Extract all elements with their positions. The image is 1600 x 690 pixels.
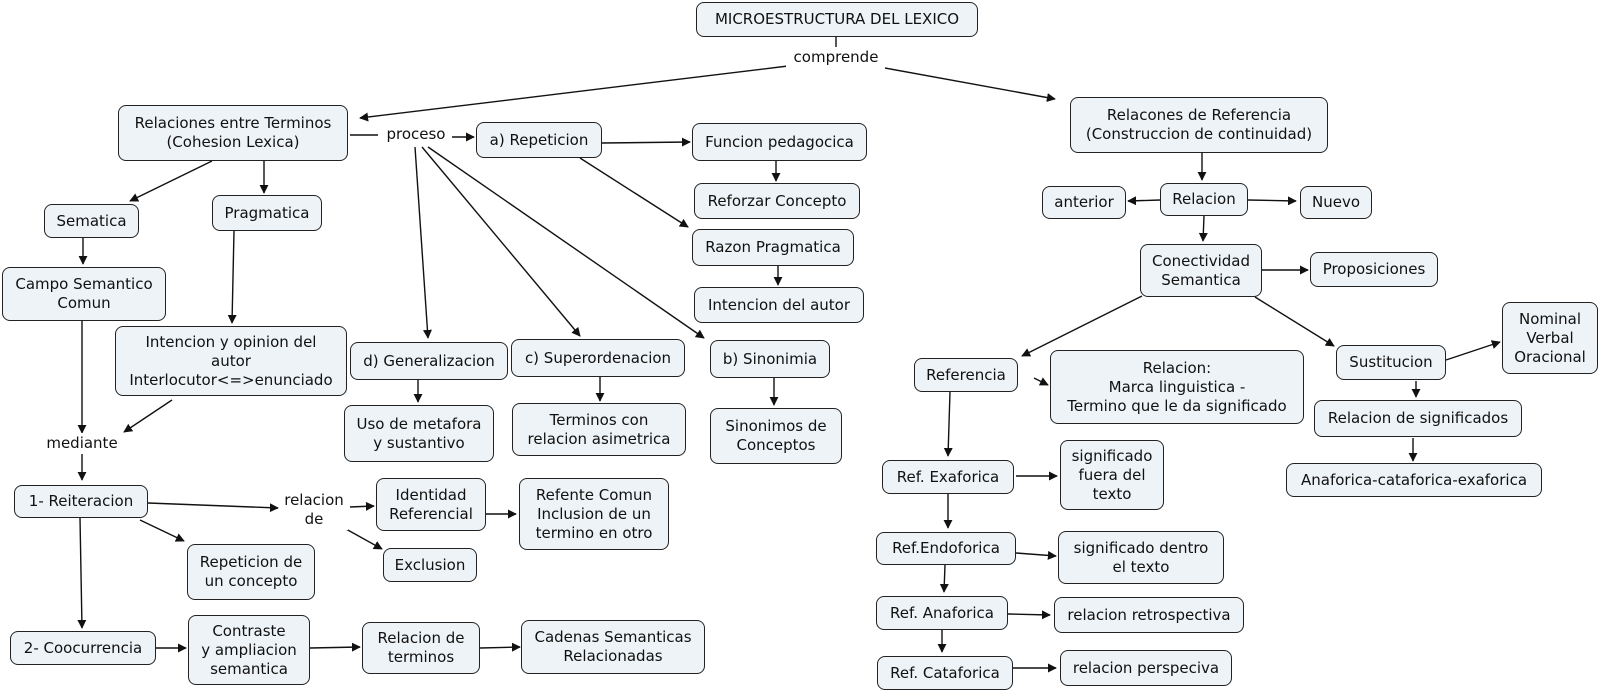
node-nuevo: Nuevo xyxy=(1300,186,1372,219)
linking-label-comprende: comprende xyxy=(786,47,886,67)
node-identidad-referencial: Identidad Referencial xyxy=(376,478,486,531)
node-proposiciones: Proposiciones xyxy=(1310,252,1438,287)
linking-label-proceso: proceso xyxy=(380,124,452,144)
node-relacion-significados: Relacion de significados xyxy=(1314,400,1522,437)
node-significado-dentro: significado dentro el texto xyxy=(1058,531,1224,584)
node-refente-comun: Refente Comun Inclusion de un termino en… xyxy=(519,478,669,550)
node-repeticion-concepto: Repeticion de un concepto xyxy=(187,544,315,600)
node-relacion-retrospectiva: relacion retrospectiva xyxy=(1054,597,1244,633)
node-nominal-verbal: Nominal Verbal Oracional xyxy=(1502,302,1598,374)
node-cadenas-semanticas: Cadenas Semanticas Relacionadas xyxy=(521,620,705,674)
node-root: MICROESTRUCTURA DEL LEXICO xyxy=(696,2,978,37)
node-ref-anaforica: Ref. Anaforica xyxy=(876,596,1008,630)
node-sinonimos: Sinonimos de Conceptos xyxy=(710,408,842,464)
node-campo-semantico: Campo Semantico Comun xyxy=(2,267,166,321)
node-sematica: Sematica xyxy=(44,204,139,238)
node-pragmatica: Pragmatica xyxy=(212,195,322,231)
node-sinonimia: b) Sinonimia xyxy=(710,340,830,378)
node-ref-cataforica: Ref. Cataforica xyxy=(877,656,1013,690)
node-sustitucion: Sustitucion xyxy=(1336,345,1446,380)
node-terminos-asimetrica: Terminos con relacion asimetrica xyxy=(512,403,686,456)
node-reiteracion: 1- Reiteracion xyxy=(14,485,148,518)
node-ref-exaforica: Ref. Exaforica xyxy=(882,460,1014,494)
node-exclusion: Exclusion xyxy=(383,548,477,582)
node-relacion-perspeciva: relacion perspeciva xyxy=(1060,650,1232,686)
node-superordenacion: c) Superordenacion xyxy=(511,339,685,377)
node-anaforica-cataforica: Anaforica-cataforica-exaforica xyxy=(1286,463,1542,497)
node-intencion-opinion: Intencion y opinion del autor Interlocut… xyxy=(115,326,347,396)
node-referencia: Referencia xyxy=(914,358,1018,392)
node-intencion-autor: Intencion del autor xyxy=(694,287,864,323)
node-relacion: Relacion xyxy=(1160,183,1248,216)
node-generalizacion: d) Generalizacion xyxy=(350,342,508,380)
node-relacion-terminos: Relacion de terminos xyxy=(362,622,480,674)
node-uso-metafora: Uso de metafora y sustantivo xyxy=(344,405,494,462)
node-relaciones-de-referencia: Relacones de Referencia (Construccion de… xyxy=(1070,97,1328,153)
node-anterior: anterior xyxy=(1042,186,1126,219)
node-razon-pragmatica: Razon Pragmatica xyxy=(692,229,854,266)
node-relaciones-entre-terminos: Relaciones entre Terminos (Cohesion Lexi… xyxy=(118,105,348,161)
node-reforzar-concepto: Reforzar Concepto xyxy=(694,183,860,219)
node-relacion-marca: Relacion: Marca linguistica - Termino qu… xyxy=(1050,350,1304,424)
linking-label-relacion-de: relacion de xyxy=(280,490,348,530)
node-significado-fuera: significado fuera del texto xyxy=(1060,440,1164,510)
node-repeticion: a) Repeticion xyxy=(476,122,602,158)
node-contraste: Contraste y ampliacion semantica xyxy=(188,615,310,685)
node-funcion-pedagogica: Funcion pedagocica xyxy=(692,123,867,161)
node-conectividad-semantica: Conectividad Semantica xyxy=(1140,244,1262,297)
linking-label-mediante: mediante xyxy=(42,433,122,453)
node-coocurrencia: 2- Coocurrencia xyxy=(10,631,156,665)
node-ref-endoforica: Ref.Endoforica xyxy=(876,532,1016,565)
